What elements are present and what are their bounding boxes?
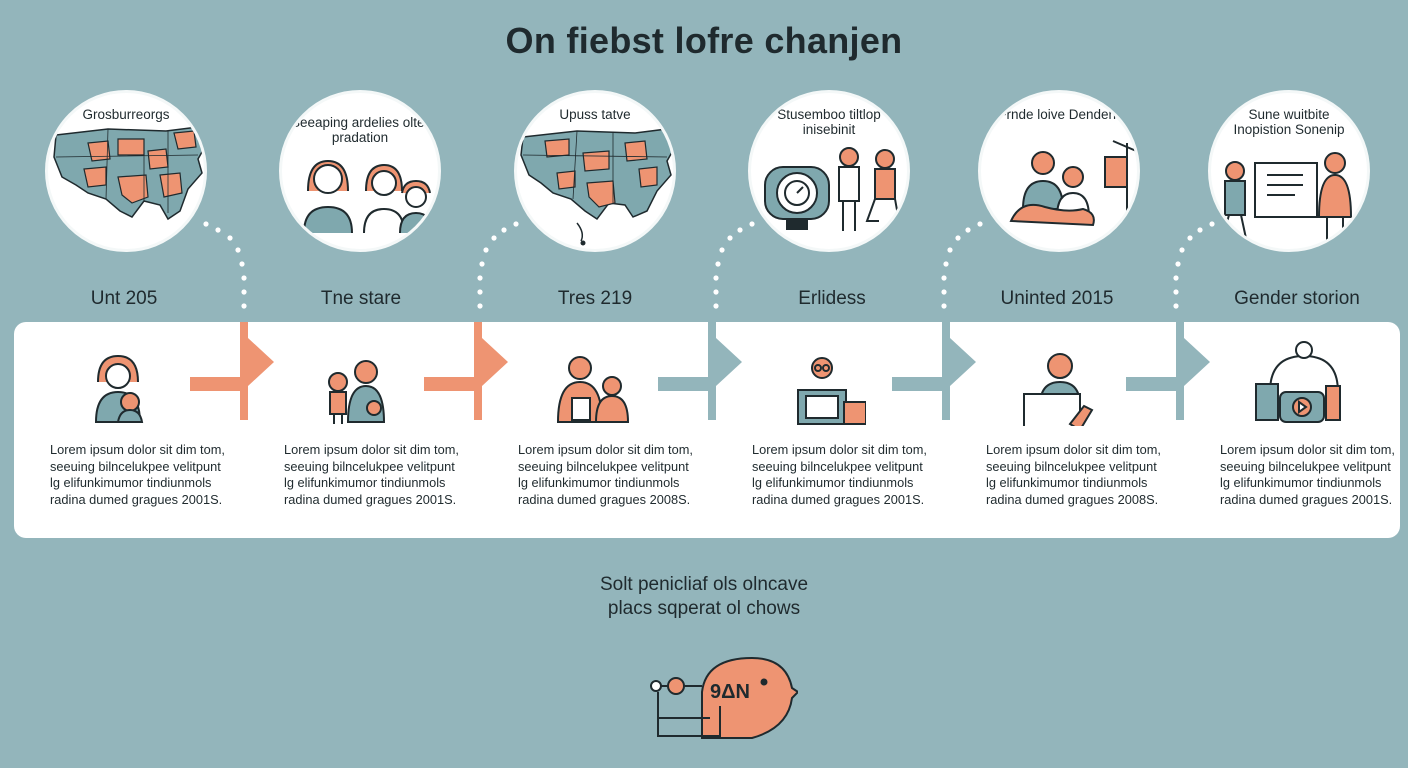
step-4-heading: Erlidess xyxy=(798,288,866,309)
page-title: On fiebst lofre chanjen xyxy=(505,20,903,61)
machine-workers-icon xyxy=(764,147,907,231)
step-4-circle: Stusemboo tiltlop inisebinit xyxy=(748,90,910,252)
circle-label: Seeaping ardelies olter pradation xyxy=(290,115,430,145)
circle-label: Upuss tatve xyxy=(559,107,631,122)
computer-worker-icon xyxy=(797,357,866,425)
head-machine-icon: 9ΔN xyxy=(650,656,798,739)
step-5-heading: Uninted 2015 xyxy=(1000,288,1114,309)
us-map-icon xyxy=(520,128,673,246)
step-3-circle: Upuss tatve xyxy=(514,90,676,252)
step-4-description: Lorem ipsum dolor sit dim tom, seeuing b… xyxy=(752,442,927,507)
step-4-card: Lorem ipsum dolor sit dim tom, seeuing b… xyxy=(716,322,950,538)
step-2-description: Lorem ipsum dolor sit dim tom, seeuing b… xyxy=(284,442,459,507)
family-icon xyxy=(303,159,433,234)
step-6-description: Lorem ipsum dolor sit dim tom, seeuing b… xyxy=(1220,442,1395,507)
step-3-card: Lorem ipsum dolor sit dim tom, seeuing b… xyxy=(482,322,716,538)
office-worker-icon xyxy=(1023,353,1094,426)
circle-label: Grosburreorgs xyxy=(82,107,170,122)
footer-line-2: placs sqperat ol chows xyxy=(607,598,801,619)
step-3-description: Lorem ipsum dolor sit dim tom, seeuing b… xyxy=(518,442,693,507)
step-5-description: Lorem ipsum dolor sit dim tom, seeuing b… xyxy=(986,442,1161,507)
step-1-description: Lorem ipsum dolor sit dim tom, seeuing b… xyxy=(50,442,225,507)
media-device-icon xyxy=(1255,341,1341,423)
step-connectors xyxy=(190,322,1210,420)
step-2-heading: Tne stare xyxy=(320,288,402,309)
step-5-circle: Frnde loive Dendent xyxy=(978,90,1140,252)
step-1-circle: Grosburreorgs xyxy=(45,90,207,252)
timeline-panel: Lorem ipsum dolor sit dim tom, seeuing b… xyxy=(14,322,1400,538)
family-icon xyxy=(328,360,386,424)
reading-family-icon xyxy=(556,356,630,423)
step-6-heading: Gender storion xyxy=(1234,288,1360,309)
footer-caption: Solt penicliaf ols olncave placs sqperat… xyxy=(0,573,1408,621)
step-6-card: Lorem ipsum dolor sit dim tom, seeuing b… xyxy=(1184,322,1408,538)
step-6-circle: Sune wuitbite Inopistion Sonenip xyxy=(1208,90,1370,252)
step-3-heading: Tres 219 xyxy=(557,288,633,309)
step-2-circle: Seeaping ardelies olter pradation xyxy=(279,90,441,252)
step-5-card: Lorem ipsum dolor sit dim tom, seeuing b… xyxy=(950,322,1184,538)
caregiving-icon xyxy=(1009,140,1137,231)
circle-label: Frnde loive Dendent xyxy=(998,107,1120,122)
parent-child-icon xyxy=(94,354,144,423)
circle-label: Stusemboo tiltlop inisebinit xyxy=(777,107,881,137)
circle-label: Sune wuitbite Inopistion Sonenip xyxy=(1233,107,1345,137)
footer-icon-text: 9ΔN xyxy=(710,681,750,703)
presentation-icon xyxy=(1220,152,1353,244)
step-2-card: Lorem ipsum dolor sit dim tom, seeuing b… xyxy=(248,322,482,538)
footer-line-1: Solt penicliaf ols olncave xyxy=(599,574,809,595)
step-1-card: Lorem ipsum dolor sit dim tom, seeuing b… xyxy=(14,322,248,538)
us-map-icon xyxy=(53,126,204,221)
step-1-heading: Unt 205 xyxy=(90,288,158,309)
